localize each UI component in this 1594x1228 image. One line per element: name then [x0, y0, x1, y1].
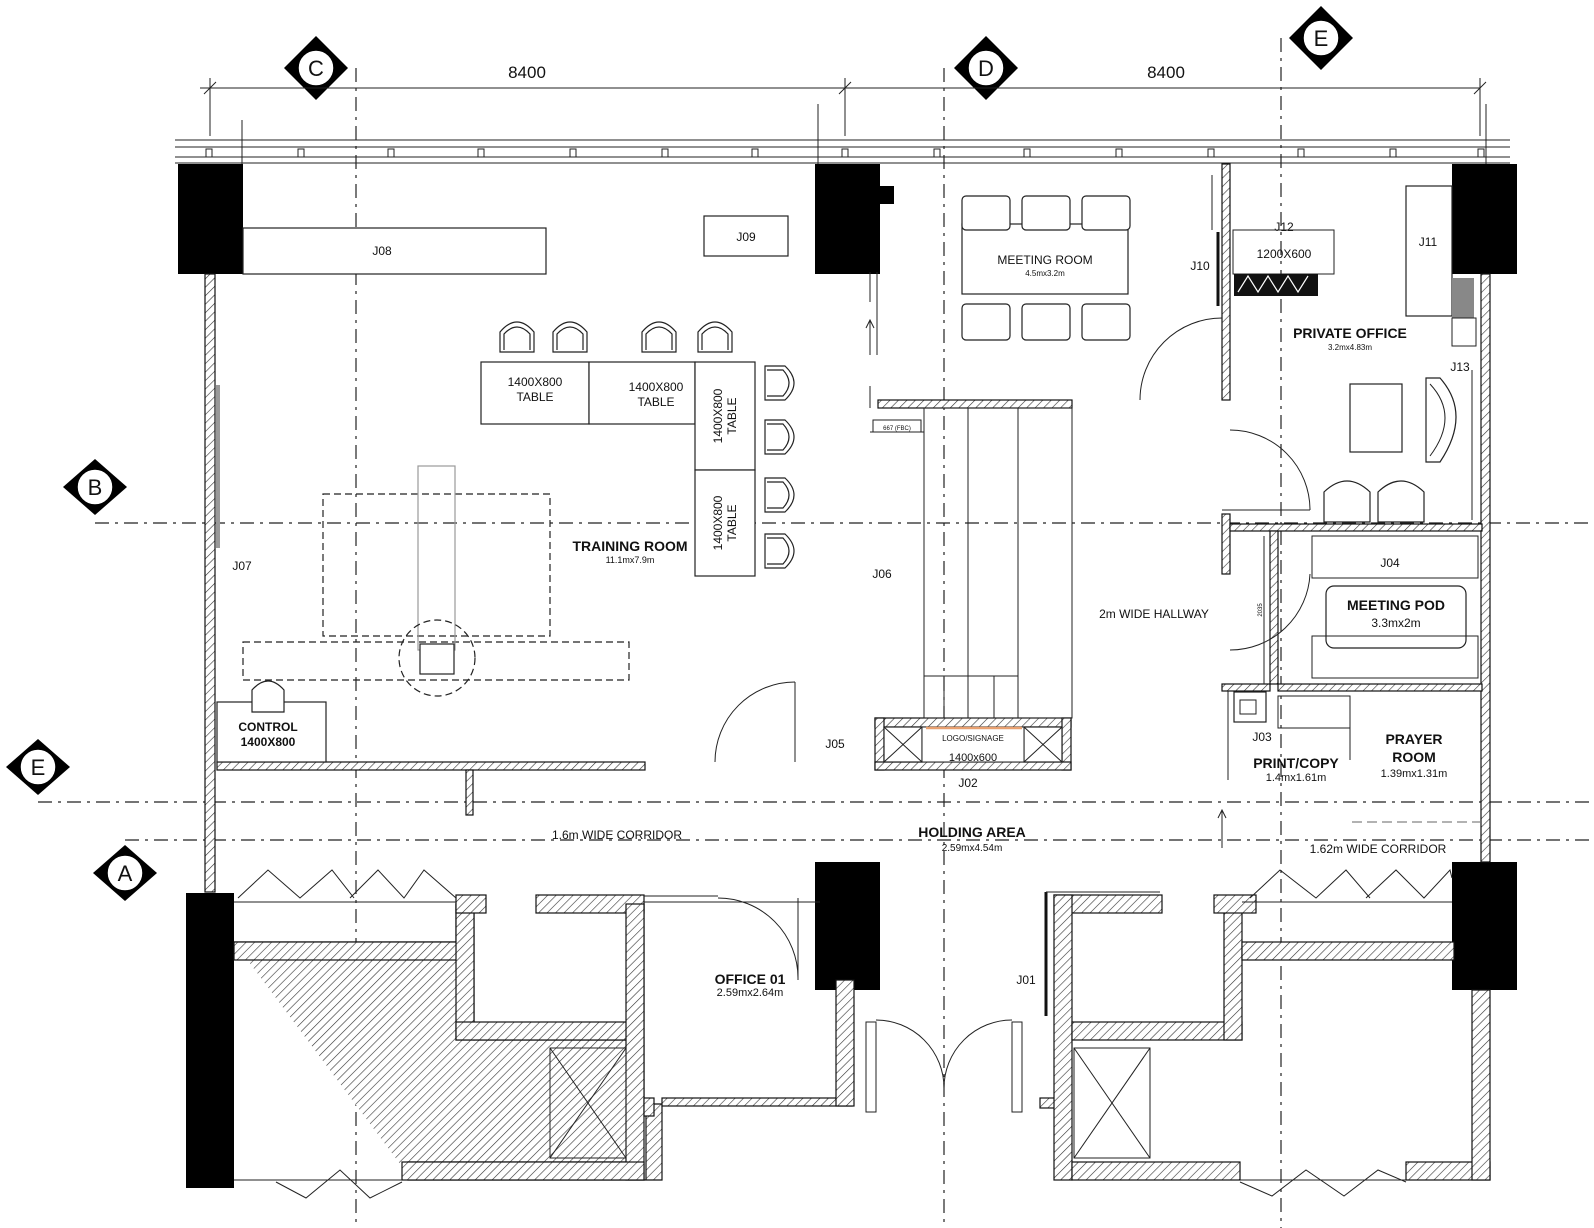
grid-d: D — [978, 56, 994, 81]
furniture-size-1400x800: 1400X800 — [629, 380, 684, 394]
rooms-holding-name: HOLDING AREA — [918, 824, 1026, 840]
furniture-control-size: 1400X800 — [241, 735, 296, 749]
rooms-print-size: 1.4mx1.61m — [1266, 772, 1327, 784]
furniture-table: TABLE — [725, 504, 739, 541]
meeting-pod: J04 MEETING POD 3.3mx2m 2035 — [1229, 535, 1479, 684]
dim-right: 8400 — [1147, 63, 1185, 82]
tags-j01: J01 — [1016, 973, 1036, 987]
tags-j08: J08 — [372, 244, 392, 258]
furniture-small-dim: 667 (FBC) — [883, 426, 911, 432]
rooms-corridor-left: 1.6m WIDE CORRIDOR — [552, 828, 682, 842]
furniture-table: TABLE — [516, 390, 553, 404]
circulation: 2m WIDE HALLWAY 1.6m WIDE CORRIDOR 1.62m… — [552, 318, 1447, 856]
grid-a: A — [118, 861, 133, 886]
grid-e-top: E — [1314, 26, 1329, 51]
private-office: J12 1200X600 J11 PRIVATE OFFICE 3.2mx4.8… — [1222, 185, 1477, 523]
grid-bubble-d: D — [954, 36, 1018, 100]
rooms-pod-size: 3.3mx2m — [1371, 616, 1420, 630]
chairs-top — [499, 321, 733, 353]
rooms-private-name: PRIVATE OFFICE — [1293, 325, 1407, 341]
grid-bubble-c: C — [284, 36, 348, 100]
table-3 — [694, 361, 756, 471]
rooms-prayer-l2: ROOM — [1392, 749, 1436, 765]
meeting-room: MEETING ROOM 4.5mx3.2m J10 — [961, 175, 1223, 401]
training-room: J08 J09 J07 1400X800 TABLE 1400X800 TABL… — [216, 215, 845, 763]
folding-windows — [234, 868, 1453, 1199]
tags-j10: J10 — [1190, 259, 1210, 273]
tags-j04: J04 — [1380, 556, 1400, 570]
curtain-wall — [175, 104, 1510, 165]
rooms-office-name: OFFICE 01 — [715, 971, 786, 987]
furniture-table: TABLE — [725, 397, 739, 434]
rooms-private-size: 3.2mx4.83m — [1328, 343, 1372, 352]
grid-c: C — [308, 56, 324, 81]
tags-j11: J11 — [1419, 235, 1438, 249]
grid-e-left: E — [31, 755, 46, 780]
tags-j03: J03 — [1252, 730, 1272, 744]
rooms-hallway: 2m WIDE HALLWAY — [1099, 607, 1209, 621]
grid-bubble-e-top: E — [1289, 6, 1353, 70]
grid-bubble-a: A — [93, 845, 157, 901]
tags-j06: J06 — [872, 567, 892, 581]
tags-j02: J02 — [958, 776, 978, 790]
furniture-table: TABLE — [637, 395, 674, 409]
rooms-prayer-size: 1.39mx1.31m — [1381, 768, 1448, 780]
walls — [204, 163, 1491, 893]
rooms-office-size: 2.59mx2.64m — [717, 987, 784, 999]
j09-cabinet — [703, 215, 789, 257]
rooms-corridor-right: 1.62m WIDE CORRIDOR — [1310, 842, 1447, 856]
tags-j05: J05 — [825, 737, 845, 751]
furniture-control: CONTROL — [238, 720, 297, 734]
rooms-holding-size: 2.59mx4.54m — [942, 843, 1003, 854]
j08-counter — [242, 227, 547, 275]
print-prayer: J03 PRINT/COPY 1.4mx1.61m PRAYER ROOM 1.… — [1227, 691, 1480, 823]
furniture-j12-size: 1200X600 — [1257, 247, 1312, 261]
tags-j09: J09 — [736, 230, 756, 244]
structural-columns — [178, 164, 1517, 1188]
tags-j13: J13 — [1450, 360, 1470, 374]
private-desk — [1349, 383, 1403, 453]
furniture-logo: LOGO/SIGNAGE — [942, 734, 1004, 743]
grid-b: B — [88, 475, 103, 500]
tags-j07: J07 — [232, 559, 252, 573]
furniture-size-1400x800: 1400X800 — [711, 388, 725, 443]
grid-bubble-b: B — [63, 459, 127, 515]
rooms-training-name: TRAINING ROOM — [572, 538, 687, 554]
central-block: 667 (FBC) J06 LOGO/SIGNAGE 1400x600 J02 — [869, 272, 1073, 790]
rooms-print-name: PRINT/COPY — [1253, 755, 1339, 771]
table-1 — [480, 361, 590, 425]
furniture-reception-size: 1400x600 — [949, 752, 997, 764]
rooms-pod-name: MEETING POD — [1347, 597, 1445, 613]
rooms-prayer-l1: PRAYER — [1385, 731, 1442, 747]
rooms-meeting-name: MEETING ROOM — [997, 253, 1092, 267]
dimension-line: 8400 8400 — [200, 63, 1487, 136]
chairs-right — [764, 365, 795, 569]
furniture-size-1400x800: 1400X800 — [711, 495, 725, 550]
table-4 — [694, 469, 756, 577]
meeting-table — [961, 223, 1129, 295]
furniture-pod-dim: 2035 — [1258, 603, 1264, 617]
rooms-training-size: 11.1mx7.9m — [606, 555, 655, 565]
j11-cabinet — [1405, 185, 1453, 317]
dim-left: 8400 — [508, 63, 546, 82]
tags-j12: J12 — [1274, 220, 1294, 234]
grid-bubble-e-left: E — [6, 739, 70, 795]
rooms-meeting-size: 4.5mx3.2m — [1025, 269, 1065, 278]
lower-core: OFFICE 01 2.59mx2.64m J01 — [233, 891, 1491, 1181]
furniture-size-1400x800: 1400X800 — [508, 375, 563, 389]
